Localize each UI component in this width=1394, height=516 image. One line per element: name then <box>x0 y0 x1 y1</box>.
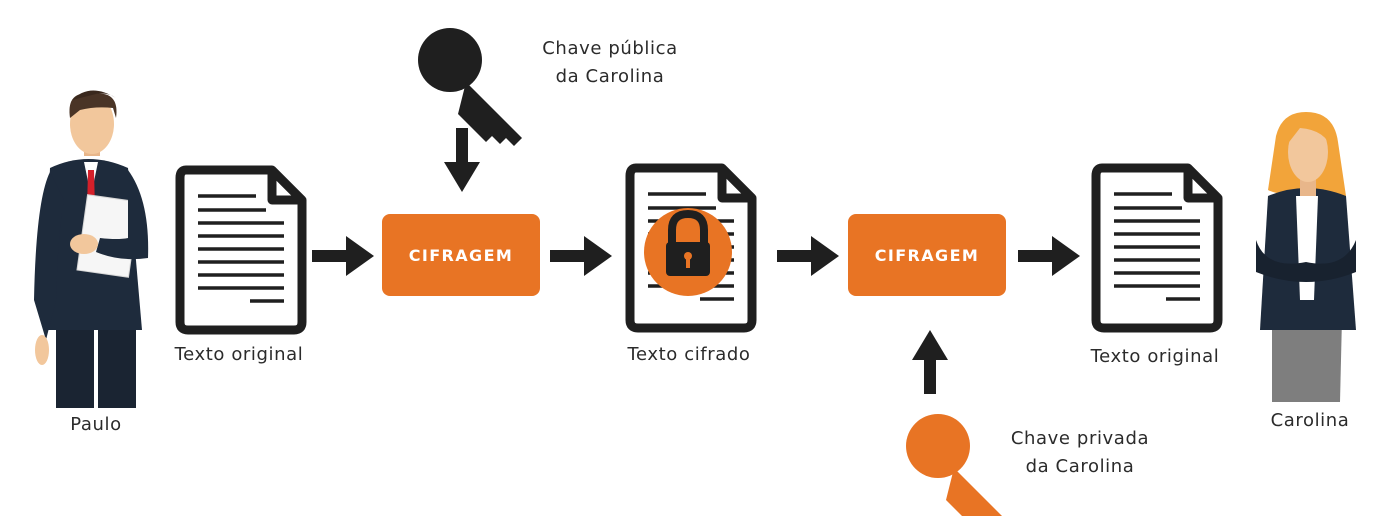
public-key-label-line1: Chave pública <box>542 38 678 59</box>
person-paulo-name: Paulo <box>70 414 122 435</box>
document-cipher-label: Texto cifrado <box>627 344 751 365</box>
public-key-label-line2: da Carolina <box>555 66 665 87</box>
arrow-right-icon <box>1018 236 1080 276</box>
arrow-right-icon <box>550 236 612 276</box>
person-carolina-figure <box>1256 112 1356 402</box>
public-key-icon <box>418 28 522 146</box>
person-paulo-figure <box>34 90 149 408</box>
private-key-label-line2: da Carolina <box>1025 456 1135 477</box>
private-key-label-line1: Chave privada <box>1010 428 1150 449</box>
encrypt-step-label: CIFRAGEM <box>408 245 514 265</box>
decrypt-step-label: CIFRAGEM <box>874 245 980 265</box>
document-original-in-icon <box>180 170 302 330</box>
arrow-right-icon <box>312 236 374 276</box>
decrypt-step-box: CIFRAGEM <box>848 214 1006 296</box>
padlock-icon <box>644 208 732 296</box>
encrypt-step-box: CIFRAGEM <box>382 214 540 296</box>
person-carolina-name: Carolina <box>1270 410 1350 431</box>
document-original-in-label: Texto original <box>174 344 304 365</box>
document-original-out-label: Texto original <box>1090 346 1220 367</box>
arrow-right-icon <box>777 236 839 276</box>
arrow-down-icon <box>444 128 480 192</box>
arrow-up-icon <box>912 330 948 394</box>
document-original-out-icon <box>1096 168 1218 328</box>
